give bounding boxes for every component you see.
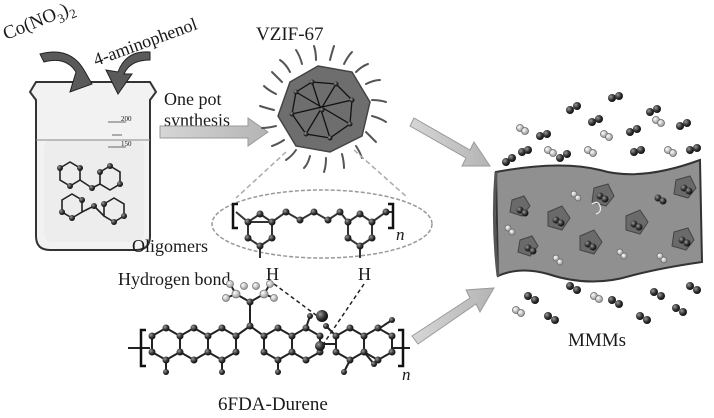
polymer-bracket-right bbox=[398, 328, 405, 368]
hydrogen-atom-right: H bbox=[358, 264, 371, 284]
cobalt-nitrate-label: Co(NO3)2 bbox=[0, 0, 79, 47]
hydrogen-bond-lines bbox=[273, 283, 365, 347]
one-pot-label-line1: One pot bbox=[164, 89, 222, 109]
one-pot-synthesis-arrow bbox=[159, 117, 269, 147]
zoom-line-right bbox=[353, 149, 409, 199]
arrow-vzif-to-membrane bbox=[409, 117, 491, 167]
oligomer-chain bbox=[231, 202, 395, 258]
polymer-bracket-left bbox=[139, 328, 146, 368]
vzif-label: VZIF-67 bbox=[256, 24, 324, 45]
oligomer-bracket-left bbox=[231, 202, 238, 230]
beaker-graduation-marks bbox=[108, 121, 126, 148]
hydrogen-atom-left: H bbox=[266, 264, 279, 284]
beaker: 200 150 bbox=[28, 81, 158, 251]
gas-molecules-permeate bbox=[512, 282, 701, 324]
vzif-particle bbox=[259, 45, 387, 173]
oligomer-bracket-right bbox=[388, 202, 395, 230]
polymer-label: 6FDA-Durene bbox=[218, 394, 328, 415]
6fda-durene-polymer bbox=[128, 280, 410, 375]
gas-molecules-feed bbox=[502, 92, 701, 166]
mixed-matrix-membrane bbox=[492, 158, 704, 283]
one-pot-label-line2: synthesis bbox=[164, 110, 230, 130]
oligomers-label: Oligomers bbox=[132, 236, 208, 256]
pour-arrow-right bbox=[105, 51, 151, 95]
hydrogen-bond-label: Hydrogen bond bbox=[118, 269, 230, 289]
membrane-label: MMMs bbox=[568, 330, 626, 351]
beaker-tick-label-150: 150 bbox=[121, 140, 132, 148]
vzif-ligand-hairs bbox=[259, 45, 387, 173]
membrane-gas-molecules bbox=[516, 184, 693, 255]
oligomer-ellipse bbox=[211, 189, 433, 259]
pour-arrow-left bbox=[39, 51, 93, 93]
beaker-atoms bbox=[57, 163, 127, 225]
zoom-line-left bbox=[235, 151, 287, 199]
beaker-tick-label-200: 200 bbox=[121, 115, 132, 123]
oligomer-repeat-n: n bbox=[396, 225, 405, 244]
arrow-polymer-to-membrane bbox=[411, 287, 495, 345]
polymer-repeat-n: n bbox=[402, 365, 411, 384]
aminophenol-label: 4-aminophenol bbox=[91, 14, 200, 70]
